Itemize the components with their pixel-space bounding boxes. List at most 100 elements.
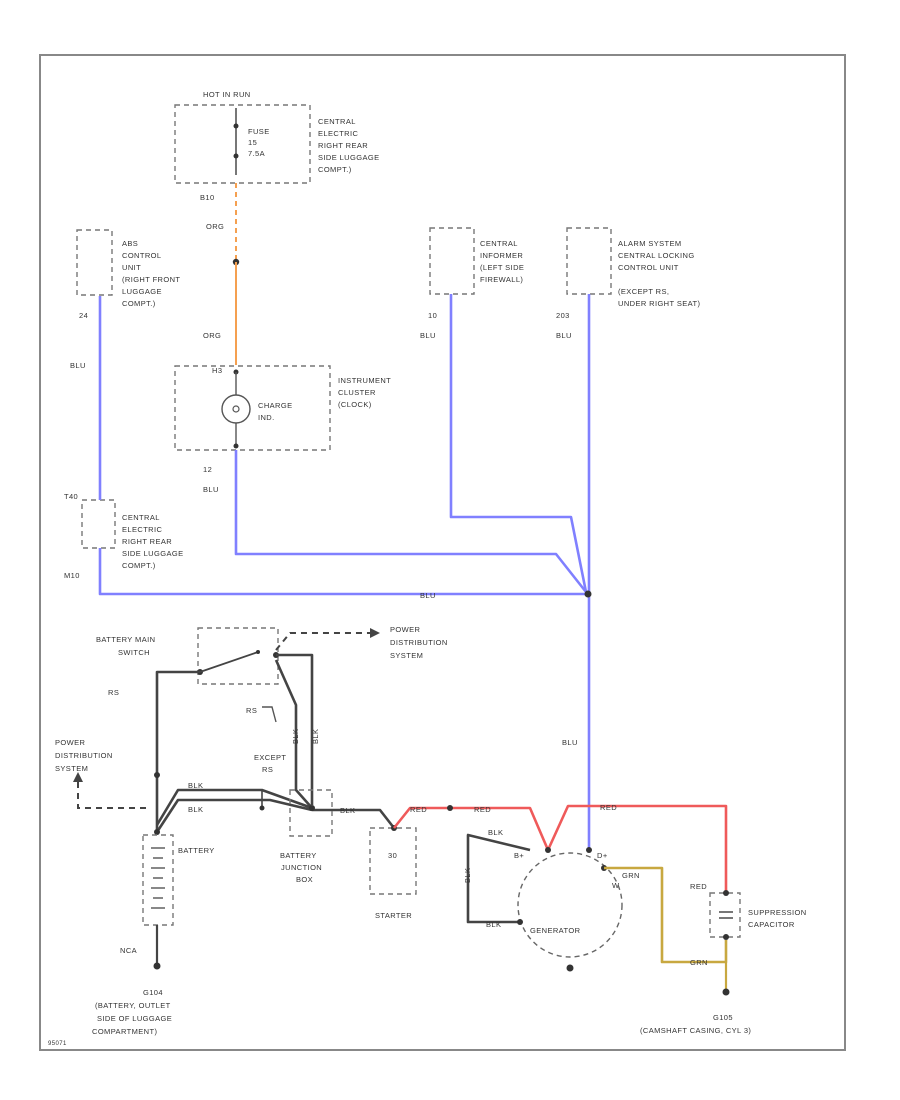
blk-switch-junction-a [276, 653, 314, 805]
blk-battery-junction-top [155, 788, 313, 826]
pin-12: 12 [203, 465, 212, 474]
generator-body [517, 852, 623, 958]
except-rs-dot [259, 805, 265, 811]
svg-text:ABS: ABS [122, 239, 138, 248]
abs-label: ABS CONTROL UNIT (RIGHT FRONT LUGGAGE CO… [122, 239, 180, 308]
fuse-label-1: FUSE [248, 127, 270, 136]
blu-informer-wire [449, 294, 588, 593]
blu-wires [98, 294, 591, 850]
svg-text:FIREWALL): FIREWALL) [480, 275, 523, 284]
battery-switch-label-2: SWITCH [118, 648, 150, 657]
svg-text:SUPPRESSION: SUPPRESSION [748, 908, 807, 917]
svg-text:(CAMSHAFT CASING, CYL 3): (CAMSHAFT CASING, CYL 3) [640, 1026, 751, 1035]
svg-text:(RIGHT FRONT: (RIGHT FRONT [122, 275, 180, 284]
fuse-label-3: 7.5A [248, 149, 265, 158]
fuse-dot-top [233, 123, 239, 129]
pin-rs2: RS [246, 706, 257, 715]
figure-code: 95071 [48, 1041, 67, 1047]
battery-label: BATTERY [178, 846, 215, 855]
wire-label-blk2: BLK [188, 805, 203, 814]
svg-text:SIDE LUGGAGE: SIDE LUGGAGE [122, 549, 183, 558]
svg-text:RIGHT REAR: RIGHT REAR [318, 141, 368, 150]
power-dist-dashed-right [275, 632, 370, 651]
blk-wires [155, 653, 531, 924]
wire-label-blk5: BLK [340, 806, 355, 815]
svg-text:(EXCEPT RS,: (EXCEPT RS, [618, 287, 669, 296]
wire-label-grn2: GRN [690, 958, 708, 967]
svg-text:CONTROL UNIT: CONTROL UNIT [618, 263, 679, 272]
svg-text:CENTRAL LOCKING: CENTRAL LOCKING [618, 251, 695, 260]
power-dist-arrow-left [73, 772, 83, 782]
switch-contact [256, 650, 260, 654]
blu-cluster-wire [234, 450, 588, 593]
ground-left-label: G104 (BATTERY, OUTLET SIDE OF LUGGAGE CO… [92, 988, 172, 1036]
blu-bus-wire [98, 548, 588, 596]
diagram-frame [39, 54, 846, 1051]
pin-rs1: RS [108, 688, 119, 697]
wire-label-blu-cluster: BLU [203, 485, 219, 494]
blk-battery-junction-bottom [155, 798, 313, 833]
wire-label-blu-gen: BLU [562, 738, 578, 747]
battery-junction-box [289, 789, 333, 837]
pin-nca: NCA [120, 946, 137, 955]
power-dist-right-label: POWER DISTRIBUTION SYSTEM [390, 625, 448, 660]
svg-text:ELECTRIC: ELECTRIC [122, 525, 162, 534]
svg-text:SYSTEM: SYSTEM [55, 764, 88, 773]
svg-text:CENTRAL: CENTRAL [122, 513, 160, 522]
junction-bus [309, 805, 315, 811]
central-electric-top-label: CENTRAL ELECTRIC RIGHT REAR SIDE LUGGAGE… [318, 117, 379, 174]
wire-label-grn1: GRN [622, 871, 640, 880]
wire-label-blk7: BLK [463, 868, 472, 883]
svg-text:CONTROL: CONTROL [122, 251, 161, 260]
svg-text:COMPT.): COMPT.) [122, 299, 156, 308]
except-rs-label-2: RS [262, 765, 273, 774]
alarm-label: ALARM SYSTEM CENTRAL LOCKING CONTROL UNI… [618, 239, 700, 308]
pin-red: RED [690, 882, 707, 891]
cluster-pin-bottom [233, 443, 239, 449]
red-wires [392, 804, 728, 893]
power-dist-arrow-right [370, 628, 380, 638]
svg-text:UNDER RIGHT SEAT): UNDER RIGHT SEAT) [618, 299, 700, 308]
svg-text:(LEFT SIDE: (LEFT SIDE [480, 263, 524, 272]
wire-label-blk4: BLK [311, 729, 320, 744]
gen-case-ground [566, 964, 574, 972]
battery-pos-terminal [154, 829, 160, 835]
svg-text:JUNCTION: JUNCTION [281, 863, 322, 872]
pin-t40: T40 [64, 492, 78, 501]
pin-24: 24 [79, 311, 88, 320]
grn-ylw-wire [604, 866, 728, 964]
svg-text:UNIT: UNIT [122, 263, 141, 272]
gen-terminal-b-plus [545, 847, 551, 853]
charge-lamp-filament [232, 405, 240, 413]
svg-text:SIDE LUGGAGE: SIDE LUGGAGE [318, 153, 379, 162]
pin-b10: B10 [200, 193, 215, 202]
switch-blade [199, 651, 259, 673]
svg-text:COMPT.): COMPT.) [318, 165, 352, 174]
charge-ind-label-2: IND. [258, 413, 275, 422]
svg-text:BOX: BOX [296, 875, 313, 884]
starter-box [369, 827, 417, 895]
pin-m10: M10 [64, 571, 80, 580]
svg-text:DISTRIBUTION: DISTRIBUTION [390, 638, 448, 647]
wire-label-blk6: BLK [488, 828, 503, 837]
pin-org2: ORG [203, 331, 221, 340]
wire-label-red2: RED [474, 805, 491, 814]
pin-10: 10 [428, 311, 437, 320]
red-gen-capacitor [546, 804, 728, 893]
gen-terminal-d-plus [586, 847, 592, 853]
splice-blu [584, 590, 592, 598]
blk-switch-junction-b [274, 659, 313, 809]
pin-w: W [612, 881, 620, 890]
svg-text:RIGHT REAR: RIGHT REAR [122, 537, 172, 546]
battery-switch-label-1: BATTERY MAIN [96, 635, 155, 644]
pin-h3: H3 [212, 366, 222, 375]
wire-label-red3: RED [600, 803, 617, 812]
blk-gen-loop [466, 833, 531, 924]
generator-label: GENERATOR [530, 926, 581, 935]
svg-text:G104: G104 [143, 988, 163, 997]
red-starter-splice [392, 806, 450, 829]
pin-d-plus: D+ [597, 851, 608, 860]
informer-box [429, 227, 475, 295]
abs-box [76, 229, 113, 296]
pin-203: 203 [556, 311, 570, 320]
